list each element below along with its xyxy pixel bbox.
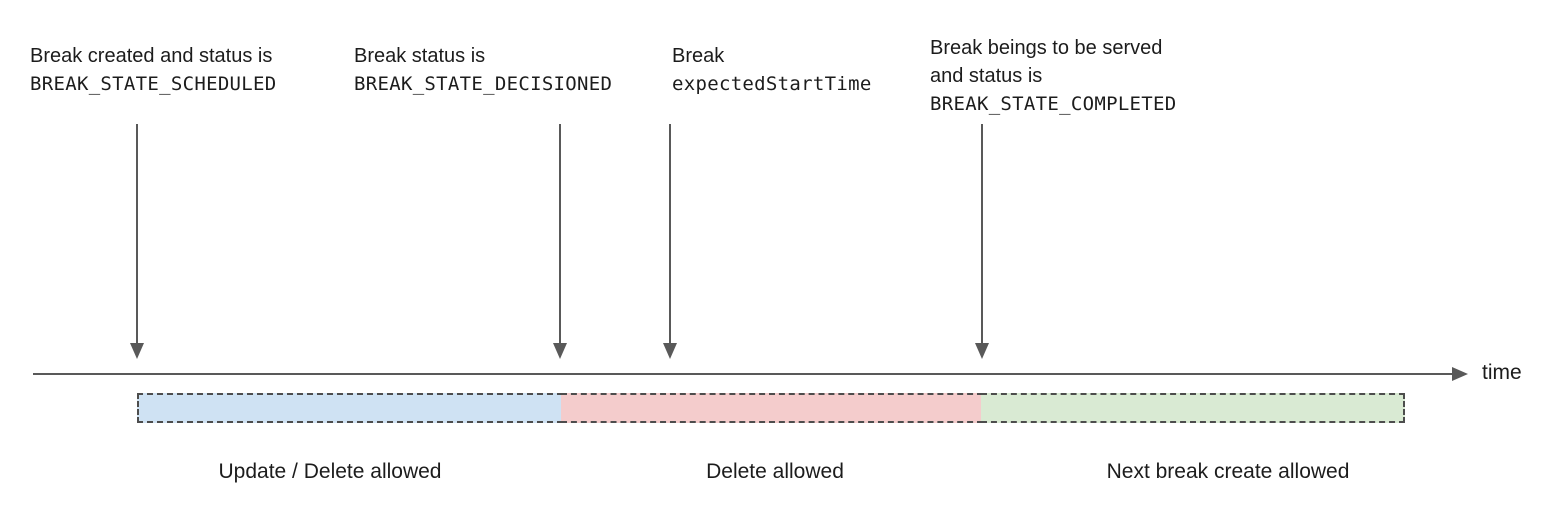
annotation-scheduled-code: BREAK_STATE_SCHEDULED — [30, 73, 277, 95]
segment-delete-allowed — [561, 393, 983, 423]
annotation-expected-start-text: Break — [672, 45, 725, 67]
zone-label-update-delete: Update / Delete allowed — [218, 460, 442, 483]
arrow-shaft — [669, 124, 671, 343]
arrow-shaft — [136, 124, 138, 343]
arrow-head-icon — [975, 343, 989, 359]
timeline-axis-label: time — [1482, 361, 1522, 384]
annotation-completed-code: BREAK_STATE_COMPLETED — [930, 93, 1177, 115]
annotation-completed-text-1: Break beings to be served — [930, 37, 1163, 59]
segment-next-break-create-allowed — [981, 393, 1405, 423]
annotation-completed-text-2: and status is — [930, 65, 1043, 87]
zone-label-next-break-create: Next break create allowed — [1106, 460, 1350, 483]
annotation-decisioned-code: BREAK_STATE_DECISIONED — [354, 73, 613, 95]
annotation-decisioned-text: Break status is — [354, 45, 486, 67]
annotation-scheduled-text: Break created and status is — [30, 45, 273, 67]
arrow-head-icon — [553, 343, 567, 359]
arrow-head-icon — [663, 343, 677, 359]
arrow-head-icon — [130, 343, 144, 359]
annotation-decisioned: Break status is BREAK_STATE_DECISIONED — [354, 42, 612, 98]
zone-label-delete: Delete allowed — [706, 460, 844, 483]
annotation-completed: Break beings to be served and status is … — [930, 34, 1177, 118]
timeline-arrow-icon — [1452, 367, 1468, 381]
annotation-expected-start: Break expectedStartTime — [672, 42, 872, 98]
arrow-shaft — [559, 124, 561, 343]
timeline-axis — [33, 373, 1452, 375]
segment-update-delete-allowed — [137, 393, 563, 423]
annotation-expected-start-code: expectedStartTime — [672, 73, 872, 95]
arrow-shaft — [981, 124, 983, 343]
annotation-scheduled: Break created and status is BREAK_STATE_… — [30, 42, 277, 98]
